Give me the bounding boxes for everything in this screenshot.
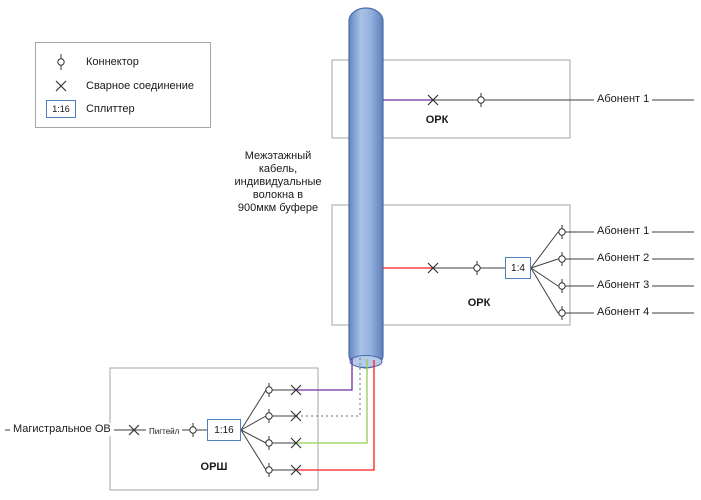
- ork2-fan-line: [530, 267, 559, 314]
- orsh-fan-line: [240, 429, 267, 444]
- ork2-title: ОРК: [467, 297, 491, 309]
- ork1-title: ОРК: [425, 114, 449, 126]
- splice-symbols: [128, 94, 439, 476]
- riser-cable: [348, 7, 384, 369]
- orsh-fan-line: [240, 415, 267, 431]
- splitter-icon: 1:16: [44, 99, 78, 118]
- ork2-fan-line: [530, 258, 559, 269]
- ork2-fan-line: [530, 267, 559, 287]
- splice-icon: [427, 262, 439, 274]
- connector-icon: [558, 306, 566, 320]
- legend-connector-label: Коннектор: [86, 56, 139, 69]
- connector-icon: [477, 93, 485, 107]
- cable-label-line: волокна в: [252, 189, 304, 201]
- legend-box: Коннектор Сварное соединение 1:16 Сплитт…: [35, 42, 211, 128]
- cable-label: Межэтажный кабель, индивидуальные волокн…: [224, 150, 332, 215]
- ork1-subscriber-label: Абонент 1: [594, 93, 653, 106]
- legend-row-splitter: 1:16 Сплиттер: [44, 99, 202, 118]
- connector-icon: [558, 252, 566, 266]
- fiber-green-riser: [296, 359, 368, 444]
- connector-icon: [473, 261, 481, 275]
- ork2-box: [331, 204, 571, 326]
- legend-row-splice: Сварное соединение: [44, 79, 202, 93]
- connector-icon: [265, 436, 273, 450]
- connector-icon: [44, 52, 78, 72]
- legend-splitter-symbol: 1:16: [46, 99, 76, 118]
- ork2-subscriber-label: Абонент 1: [594, 225, 653, 238]
- connector-icon: [189, 423, 197, 437]
- connector-symbols: [189, 93, 566, 477]
- riser-cable-opening: [349, 355, 383, 368]
- connector-icon: [265, 409, 273, 423]
- connector-icon: [265, 383, 273, 397]
- ork2-subscriber-label: Абонент 4: [594, 306, 653, 319]
- connector-icon: [558, 279, 566, 293]
- splice-icon: [44, 79, 78, 93]
- cable-label-line: индивидуальные: [234, 176, 322, 188]
- splice-icon: [290, 410, 302, 422]
- orsh-splitter: 1:16: [207, 419, 241, 441]
- splice-icon: [290, 437, 302, 449]
- cable-label-line: Межэтажный: [244, 150, 312, 162]
- legend-splice-label: Сварное соединение: [86, 79, 194, 92]
- riser-cable-body: [348, 7, 384, 369]
- ork2-subscriber-label: Абонент 3: [594, 279, 653, 292]
- fiber-gray-riser: [296, 358, 361, 417]
- legend-row-connector: Коннектор: [44, 52, 202, 72]
- splice-icon: [427, 94, 439, 106]
- ork2-splitter: 1:4: [505, 257, 531, 279]
- ork2-subscriber-label: Абонент 2: [594, 252, 653, 265]
- connector-icon: [265, 463, 273, 477]
- orsh-fan-line: [240, 429, 267, 471]
- fiber-purple-riser: [296, 358, 353, 391]
- pigtail-label: Пигтейл: [146, 425, 183, 438]
- fiber-red-riser: [296, 360, 375, 471]
- splice-icon: [128, 424, 140, 436]
- orsh-title: ОРШ: [200, 461, 228, 473]
- cable-label-line: кабель,: [258, 163, 298, 175]
- colored-fibers: [296, 99, 433, 471]
- trunk-fiber-label: Магистральное ОВ: [10, 423, 114, 436]
- splice-icon: [290, 464, 302, 476]
- orsh-fan-line: [240, 389, 267, 431]
- splice-icon: [290, 384, 302, 396]
- ork1-box: [331, 59, 571, 139]
- ork2-fan-line: [530, 231, 559, 269]
- legend-splitter-label: Сплиттер: [86, 102, 135, 115]
- cable-label-line: 900мкм буфере: [237, 202, 319, 214]
- connector-icon: [558, 225, 566, 239]
